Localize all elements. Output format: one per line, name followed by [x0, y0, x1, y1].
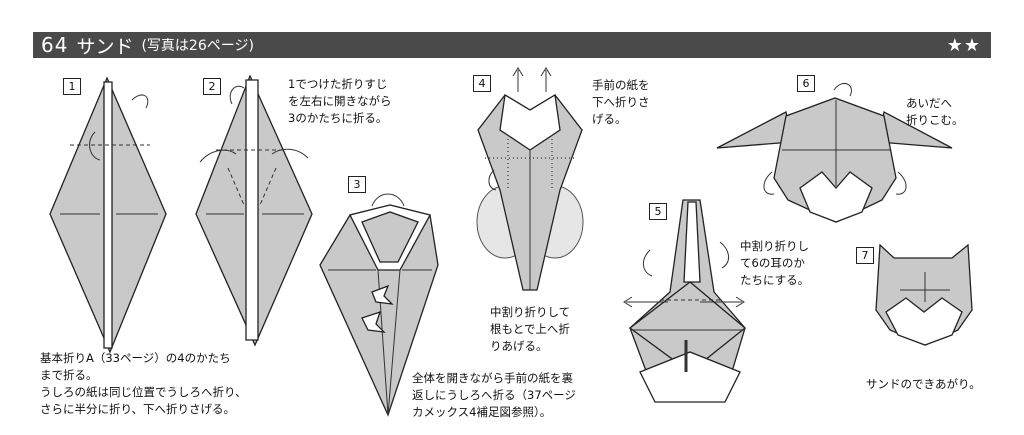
instruction-step-1: 基本折りA（33ページ）の4のかたち まで折る。 うしろの紙は同じ位置でうしろへ…: [40, 351, 247, 416]
figure-step-5: [623, 199, 747, 403]
step-label-5: 5: [649, 203, 667, 220]
model-name: サンド: [76, 35, 134, 58]
step-label-1: 1: [63, 78, 81, 95]
figure-step-3: [319, 193, 439, 417]
step-label-2: 2: [203, 78, 221, 95]
figure-step-2: [195, 74, 313, 347]
instruction-step-7: サンドのできあがり。: [866, 377, 981, 391]
figure-step-7: [875, 243, 973, 346]
step-label-4: 4: [473, 75, 491, 92]
instruction-step-5: 中割り折りし て6の耳のか たちにする。: [740, 239, 810, 287]
instruction-step-4b: 中割り折りして 根もとで上へ折 りあげる。: [490, 305, 571, 353]
model-number: 64: [41, 33, 69, 57]
instruction-step-6: あいだへ 折りこむ。: [906, 96, 964, 127]
figure-step-1: [49, 76, 167, 354]
step-label-7: 7: [856, 247, 874, 264]
step-label-6: 6: [797, 75, 815, 92]
instruction-step-4a: 手前の紙を 下へ折りさ げる。: [592, 78, 650, 126]
photo-reference: (写真は26ページ): [141, 38, 254, 54]
step-label-3: 3: [348, 176, 366, 193]
figure-step-6: [716, 82, 953, 223]
figure-step-4: [476, 67, 584, 291]
difficulty-stars: ★★: [946, 34, 981, 56]
instruction-step-2: 1でつけた折りすじ を左右に開きながら 3のかたちに折る。: [288, 77, 392, 125]
page-header: 64 サンド (写真は26ページ) ★★: [33, 32, 991, 58]
instruction-step-3: 全体を開きながら手前の紙を裏 返しにうしろへ折る（37ページ カメックス4補足図…: [412, 371, 576, 419]
